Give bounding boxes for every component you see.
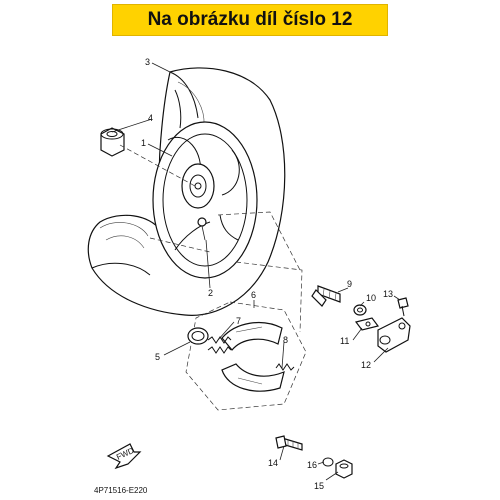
callout-16: 16 bbox=[307, 460, 317, 470]
washer-part-10 bbox=[353, 304, 367, 316]
callout-14: 14 bbox=[268, 458, 278, 468]
spring-part-7 bbox=[207, 336, 295, 371]
callout-6: 6 bbox=[251, 290, 256, 300]
bolt-part-14 bbox=[275, 435, 303, 451]
leader-lines bbox=[111, 62, 401, 481]
banner-text: Na obrázku díl číslo 12 bbox=[147, 9, 353, 30]
brake-lever-part-12 bbox=[377, 317, 411, 353]
callout-2: 2 bbox=[208, 288, 213, 298]
brake-plate-outline-6 bbox=[185, 301, 307, 411]
callout-13: 13 bbox=[383, 289, 393, 299]
callout-10: 10 bbox=[366, 293, 376, 303]
callout-3: 3 bbox=[145, 57, 150, 67]
o-ring-part-5 bbox=[187, 327, 209, 345]
callout-15: 15 bbox=[314, 481, 324, 491]
collar-part-4 bbox=[100, 127, 125, 157]
wheel-rim-part bbox=[152, 121, 258, 279]
callout-12: 12 bbox=[361, 360, 371, 370]
highlight-banner: Na obrázku díl číslo 12 bbox=[112, 4, 388, 36]
fwd-arrow-icon: FWD bbox=[106, 443, 142, 470]
callout-8: 8 bbox=[283, 335, 288, 345]
brake-shoes-part-8 bbox=[221, 321, 285, 392]
camshaft-part-9 bbox=[311, 285, 341, 307]
o-ring-part-16 bbox=[322, 457, 334, 467]
callout-5: 5 bbox=[155, 352, 160, 362]
nut-part-15 bbox=[335, 459, 353, 479]
callout-11: 11 bbox=[340, 336, 349, 346]
indicator-part-11 bbox=[354, 317, 380, 331]
callout-9: 9 bbox=[347, 279, 352, 289]
callout-4: 4 bbox=[148, 113, 153, 123]
callout-1: 1 bbox=[141, 138, 146, 148]
callout-labels: 1 2 3 4 5 6 7 8 9 10 11 12 13 14 15 16 bbox=[141, 57, 393, 491]
valve-part-2 bbox=[197, 217, 207, 241]
callout-7: 7 bbox=[236, 316, 241, 326]
bolt-part-13 bbox=[397, 297, 409, 317]
diagram-code: 4P71516-E220 bbox=[94, 486, 148, 495]
